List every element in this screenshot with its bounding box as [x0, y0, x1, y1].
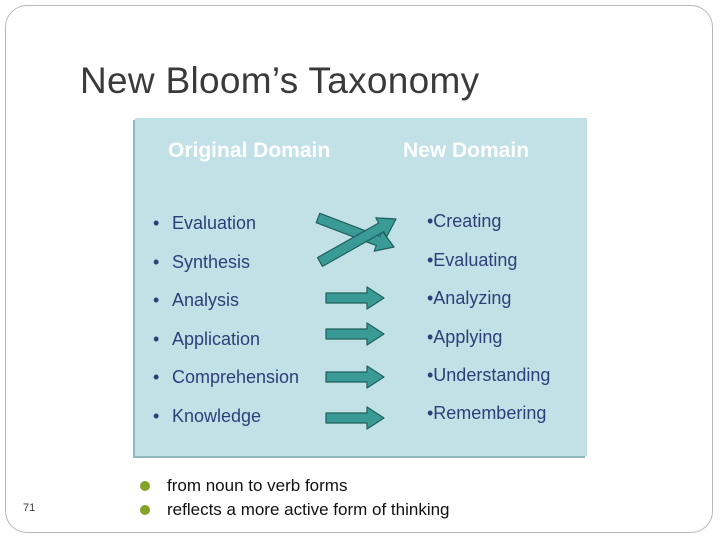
original-level-analysis: • Analysis	[153, 290, 239, 311]
evaluation-to-evaluating-arrow	[315, 212, 395, 252]
original-level-label: Knowledge	[172, 406, 262, 426]
new-level-applying: •Applying	[427, 327, 503, 347]
original-domain-header: Original Domain	[168, 139, 331, 162]
original-level-label: Comprehension	[172, 367, 300, 387]
level-bullet: •	[153, 367, 160, 387]
slide-title: New Bloom’s Taxonomy	[80, 60, 480, 101]
original-level-evaluation: • Evaluation	[153, 213, 256, 234]
level-bullet: •	[153, 290, 160, 310]
diagram-panel	[135, 118, 587, 456]
new-level-creating: •Creating	[427, 211, 502, 231]
level-bullet: •	[153, 213, 160, 233]
analysis-to-analyzing-arrow	[325, 286, 385, 310]
original-level-knowledge: • Knowledge	[153, 406, 261, 427]
original-level-label: Analysis	[172, 290, 240, 310]
new-level-understanding: •Understanding	[427, 365, 551, 385]
new-level-evaluating: •Evaluating	[427, 250, 518, 270]
page-number: 71	[23, 502, 36, 514]
knowledge-to-remembering-arrow	[325, 406, 385, 430]
notes-list: from noun to verb forms reflects a more …	[140, 474, 450, 522]
level-bullet: •	[153, 252, 160, 272]
green-dot-bullet-icon	[140, 481, 150, 491]
original-level-application: • Application	[153, 329, 260, 350]
original-level-synthesis: • Synthesis	[153, 252, 250, 273]
note-item: from noun to verb forms	[140, 474, 450, 498]
level-bullet: •	[153, 406, 160, 426]
original-level-comprehension: • Comprehension	[153, 367, 299, 388]
new-domain-header: New Domain	[403, 139, 530, 162]
note-text: from noun to verb forms	[167, 476, 348, 495]
application-to-applying-arrow	[325, 322, 385, 346]
note-item: reflects a more active form of thinking	[140, 498, 450, 522]
comprehension-to-understanding-arrow	[325, 365, 385, 389]
original-level-label: Application	[172, 329, 261, 349]
new-level-remembering: •Remembering	[427, 403, 547, 423]
new-level-analyzing: •Analyzing	[427, 288, 512, 308]
note-text: reflects a more active form of thinking	[167, 500, 450, 519]
level-bullet: •	[153, 329, 160, 349]
green-dot-bullet-icon	[140, 505, 150, 515]
original-level-label: Evaluation	[172, 213, 257, 233]
synthesis-to-creating-arrow	[316, 217, 397, 267]
original-level-label: Synthesis	[172, 252, 251, 272]
